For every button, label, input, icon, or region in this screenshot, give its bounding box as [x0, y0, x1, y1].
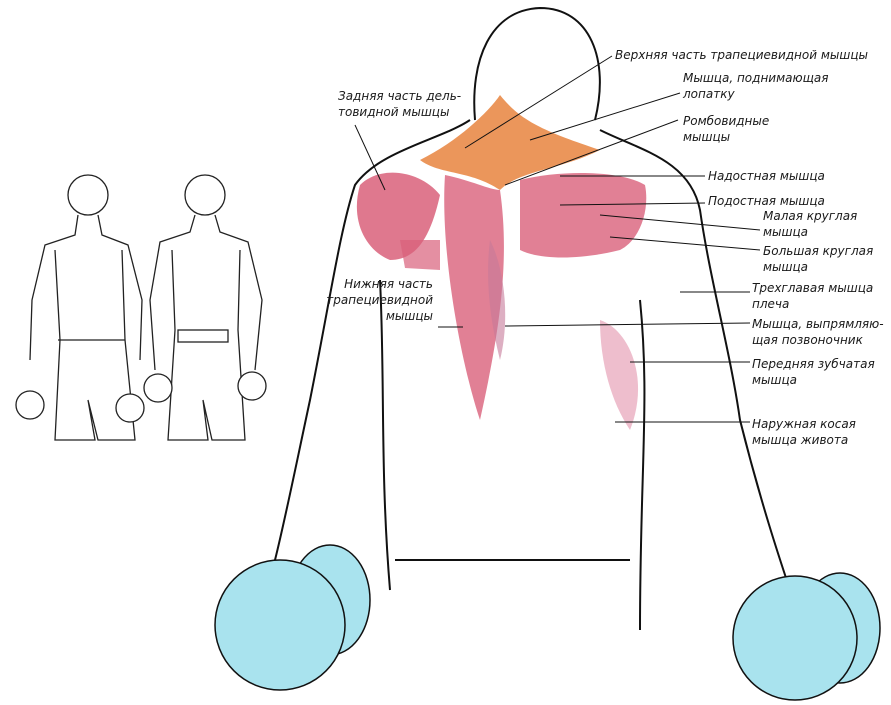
label-line: трапециевидной [326, 293, 433, 307]
leader-lines [354, 55, 761, 423]
label-serratus-anterior: Передняя зубчатая мышца [752, 356, 875, 388]
label-triceps: Трехглавая мышца плеча [752, 280, 873, 312]
label-teres-minor: Малая круглая мышца [763, 208, 857, 240]
label-line: Трехглавая мышца [752, 281, 874, 295]
label-line: Подостная мышца [708, 194, 825, 208]
dumbbell-left [214, 559, 346, 691]
erector [488, 240, 506, 360]
label-line: Надостная мышца [708, 169, 825, 183]
dumbbell-right [732, 575, 858, 701]
label-line: Мышца, поднимающая [683, 71, 829, 85]
label-infraspinatus: Подостная мышца [708, 193, 825, 209]
label-line: лопатку [683, 87, 735, 101]
scapular-muscles [520, 173, 647, 258]
label-line: Наружная косая [752, 417, 856, 431]
label-line: Большая круглая [763, 244, 874, 258]
small-dumbbells [15, 371, 267, 423]
label-line: Малая круглая [763, 209, 858, 223]
label-line: мышца [752, 373, 798, 387]
teres-major [400, 240, 440, 270]
label-line: мышца [763, 260, 809, 274]
label-supraspinatus: Надостная мышца [708, 168, 825, 184]
label-posterior-deltoid: Задняя часть дель-товидной мышцы [338, 88, 461, 120]
trapezius-lower [444, 175, 504, 420]
label-line: Нижняя часть [344, 277, 433, 291]
muscles [356, 95, 647, 430]
label-line: Верхняя часть трапециевидной мышцы [615, 48, 869, 62]
large-figure [274, 6, 791, 631]
label-line: мышцы [385, 309, 433, 323]
label-line: плеча [752, 297, 790, 311]
label-lower-trapezius: Нижняя часть трапециевидной мышцы [326, 276, 433, 324]
label-line: товидной мышцы [338, 105, 450, 119]
label-line: Ромбовидные [683, 114, 770, 128]
serratus [600, 320, 639, 430]
dumbbells [214, 544, 881, 701]
label-line: мышцы [683, 130, 731, 144]
label-line: мышца живота [752, 433, 849, 447]
label-line: Мышца, выпрямляю- [752, 317, 884, 331]
label-line: мышца [763, 225, 809, 239]
label-rhomboids: Ромбовидные мышцы [683, 113, 769, 145]
label-erector-spinae: Мышца, выпрямляю-щая позвоночник [752, 316, 884, 348]
label-upper-trapezius: Верхняя часть трапециевидной мышцы [615, 47, 868, 63]
label-line: щая позвоночник [752, 333, 863, 347]
label-teres-major: Большая круглая мышца [763, 243, 873, 275]
small-figure-start [29, 174, 143, 441]
label-line: Передняя зубчатая [752, 357, 875, 371]
label-external-oblique: Наружная косая мышца живота [752, 416, 856, 448]
posterior-deltoid [356, 172, 440, 260]
label-levator-scapulae: Мышца, поднимающая лопатку [683, 70, 828, 102]
small-figure-end [149, 174, 263, 441]
label-line: Задняя часть дель- [338, 89, 462, 103]
